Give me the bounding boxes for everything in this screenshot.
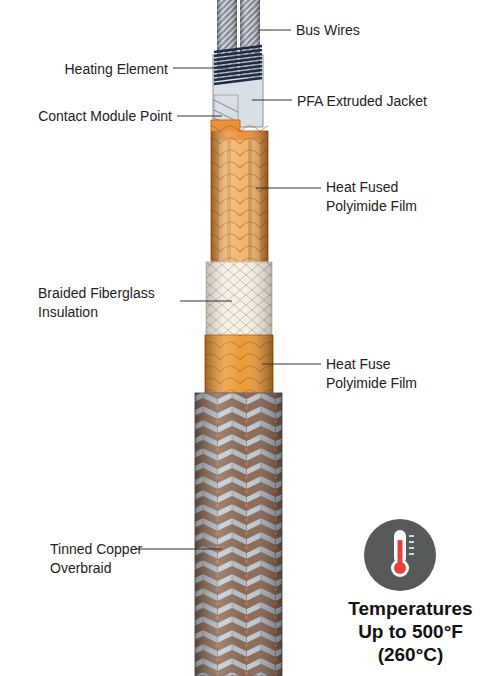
film-body bbox=[205, 335, 273, 398]
leader-lines bbox=[135, 30, 321, 549]
temperature-note: Temperatures Up to 500°F (260°C) bbox=[343, 597, 478, 666]
leader-line bbox=[180, 301, 232, 302]
overbraid-shading bbox=[195, 393, 282, 676]
part-label: Heating Element bbox=[30, 60, 168, 79]
thermometer-icon bbox=[364, 519, 436, 591]
leader-line bbox=[173, 68, 228, 69]
leader-line bbox=[252, 100, 292, 101]
heat-fused-polyimide-film bbox=[211, 120, 268, 268]
leader-line bbox=[262, 364, 321, 365]
fiberglass-body bbox=[206, 262, 272, 338]
leader-line bbox=[258, 30, 291, 31]
braided-fiberglass bbox=[206, 262, 272, 338]
thermometer-ticks bbox=[409, 536, 414, 554]
film-helix bbox=[211, 120, 268, 268]
film-helix bbox=[205, 335, 273, 398]
leader-line bbox=[135, 549, 222, 550]
part-label: Contact Module Point bbox=[20, 107, 172, 126]
part-label: Bus Wires bbox=[296, 21, 446, 40]
film-body bbox=[211, 120, 268, 268]
part-label: Tinned Copper Overbraid bbox=[50, 540, 160, 578]
part-label: PFA Extruded Jacket bbox=[297, 92, 487, 111]
fiberglass-shading bbox=[206, 262, 272, 338]
part-label: Braided Fiberglass Insulation bbox=[38, 284, 178, 322]
overbraid-body bbox=[195, 393, 282, 676]
heat-fuse-polyimide-film bbox=[205, 335, 273, 398]
tinned-copper-overbraid bbox=[195, 393, 282, 676]
leader-line bbox=[177, 116, 222, 117]
film-shading bbox=[205, 335, 273, 398]
leader-line bbox=[256, 188, 321, 189]
icon-circle bbox=[364, 519, 436, 591]
part-label: Heat Fused Polyimide Film bbox=[326, 178, 436, 216]
film-shading bbox=[211, 131, 268, 268]
heating-element bbox=[214, 46, 262, 84]
thermometer-mercury-bulb bbox=[394, 562, 406, 574]
part-label: Heat Fuse Polyimide Film bbox=[326, 355, 436, 393]
